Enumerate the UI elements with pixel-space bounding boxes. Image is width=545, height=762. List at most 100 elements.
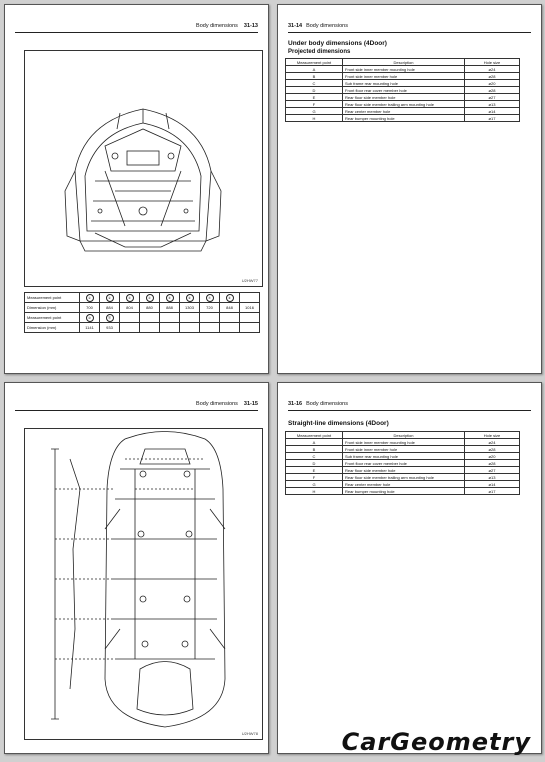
hole-size-cell: ø24	[464, 65, 520, 73]
point-cell: H	[285, 487, 343, 495]
table-row: Measurement point ⑩ ⑪	[24, 312, 260, 323]
hole-size-cell: ø13	[464, 100, 520, 108]
hole-size-cell: ø13	[464, 473, 520, 481]
header-rule	[15, 410, 258, 411]
table-row: Dimension (mm) 700 884 804 880 888 1303 …	[24, 302, 260, 313]
hole-size-cell: ø14	[464, 480, 520, 488]
point-marker: ⑧	[225, 293, 234, 302]
label-measurement-point: Measurement point	[24, 292, 80, 303]
point-cell: C	[285, 452, 343, 460]
hole-size-cell: ø27	[464, 466, 520, 474]
dim-cell: 888	[159, 302, 180, 313]
description-cell: Front side inner member mounting hole	[342, 65, 465, 73]
description-cell: Rear floor side member trailing arm moun…	[342, 100, 465, 108]
description-cell: Rear bumper mounting hole	[342, 114, 465, 122]
point-marker: ①	[85, 293, 94, 302]
hole-size-cell: ø28	[464, 445, 520, 453]
watermark-logo: CarGeometry	[341, 728, 531, 756]
description-cell: Sub frame rear mounting hole	[342, 79, 465, 87]
hole-size-cell: ø14	[464, 107, 520, 115]
column-header: Description	[342, 431, 465, 439]
point-cell: E	[285, 93, 343, 101]
rear-body-figure: U2HW77	[24, 50, 263, 287]
underbody-figure: U2HW78	[24, 428, 263, 740]
dim-cell: 1141	[79, 322, 100, 333]
hole-size-cell: ø20	[464, 452, 520, 460]
hole-size-cell: ø24	[464, 438, 520, 446]
header-title: Body dimensions	[196, 401, 238, 407]
hole-size-cell: ø28	[464, 86, 520, 94]
description-cell: Rear bumper mounting hole	[342, 487, 465, 495]
dim-cell: 700	[79, 302, 100, 313]
point-cell: A	[285, 438, 343, 446]
point-marker: ②	[105, 293, 114, 302]
hole-size-cell: ø28	[464, 459, 520, 467]
point-marker: ③	[125, 293, 134, 302]
point-marker: ⑪	[105, 313, 114, 322]
column-header: Measurement point	[285, 58, 343, 66]
column-header: Hole size	[464, 58, 520, 66]
dim-cell: 1303	[179, 302, 200, 313]
point-cell: F	[285, 100, 343, 108]
section-subtitle: Projected dimensions	[288, 49, 351, 55]
point-cell: G	[285, 480, 343, 488]
figure-code: U2HW77	[241, 278, 258, 283]
column-header: Hole size	[464, 431, 520, 439]
point-cell: E	[285, 466, 343, 474]
point-cell: F	[285, 473, 343, 481]
point-cell: A	[285, 65, 343, 73]
point-cell: D	[285, 459, 343, 467]
header-rule	[288, 32, 531, 33]
table-row: Dimension (mm) 1141 933	[24, 322, 260, 333]
column-header: Description	[342, 58, 465, 66]
point-marker: ⑦	[205, 293, 214, 302]
dim-cell: 884	[99, 302, 120, 313]
label-measurement-point: Measurement point	[24, 312, 80, 323]
measurement-table: Measurement point ① ② ③ ④ ⑤ ⑥ ⑦ ⑧ Dimens…	[24, 292, 260, 333]
hole-size-cell: ø28	[464, 72, 520, 80]
description-cell: Sub frame rear mounting hole	[342, 452, 465, 460]
point-marker: ⑩	[85, 313, 94, 322]
point-cell: C	[285, 79, 343, 87]
description-cell: Front floor rear cover member hole	[342, 86, 465, 94]
dim-cell: 1016	[239, 302, 260, 313]
description-cell: Rear floor side member trailing arm moun…	[342, 473, 465, 481]
description-cell: Rear center member hole	[342, 107, 465, 115]
description-cell: Rear floor side member hole	[342, 93, 465, 101]
page-number: 31-15	[243, 401, 258, 407]
description-cell: Front side inner member hole	[342, 72, 465, 80]
point-cell: B	[285, 445, 343, 453]
dim-cell: 804	[119, 302, 140, 313]
dim-cell: 880	[139, 302, 160, 313]
point-cell: G	[285, 107, 343, 115]
point-marker: ⑥	[185, 293, 194, 302]
dim-cell: 848	[219, 302, 240, 313]
hole-size-cell: ø17	[464, 487, 520, 495]
hole-size-cell: ø27	[464, 93, 520, 101]
section-title: Straight-line dimensions (4Door)	[288, 420, 389, 427]
header-rule	[15, 32, 258, 33]
section-title: Under body dimensions (4Door)	[288, 40, 387, 47]
hole-size-cell: ø17	[464, 114, 520, 122]
underbody-drawing	[51, 431, 226, 728]
